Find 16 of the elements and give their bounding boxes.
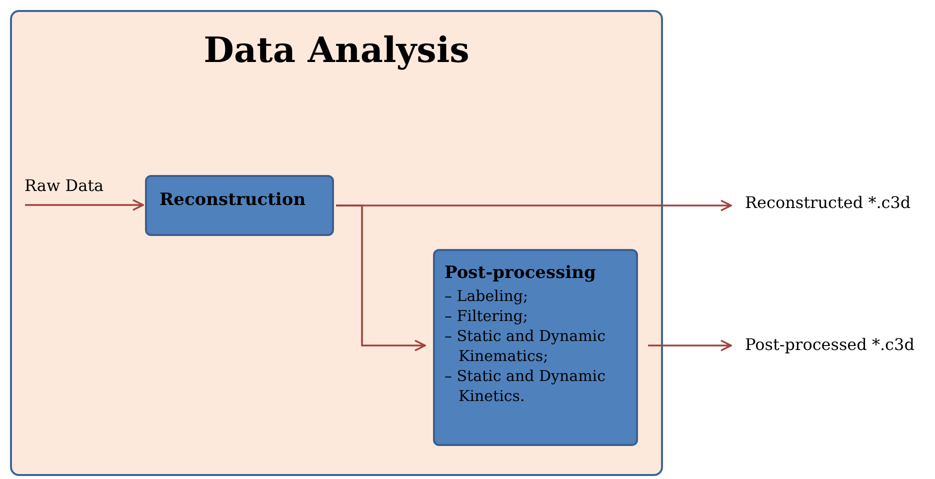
panel-heading: Data Analysis: [202, 30, 470, 71]
list-item: – Labeling;: [444, 286, 530, 306]
panel-background: [10, 10, 663, 476]
process-box: [432, 248, 638, 446]
list-item: – Filtering;: [444, 306, 529, 326]
box-heading: Reconstruction: [160, 190, 307, 210]
arrow: [25, 199, 144, 211]
input-label: Raw Data: [24, 174, 116, 204]
output-label: Reconstructed *.c3d: [745, 191, 930, 217]
arrow: [336, 204, 426, 352]
process-box: [144, 174, 334, 236]
output-label: Post-processed *.c3d: [745, 333, 933, 359]
arrow: [648, 340, 732, 352]
list-item: – Static and Dynamic Kinetics.: [444, 366, 607, 406]
box-heading: Post-processing: [444, 262, 597, 282]
list-item: – Static and Dynamic Kinematics;: [444, 326, 607, 366]
